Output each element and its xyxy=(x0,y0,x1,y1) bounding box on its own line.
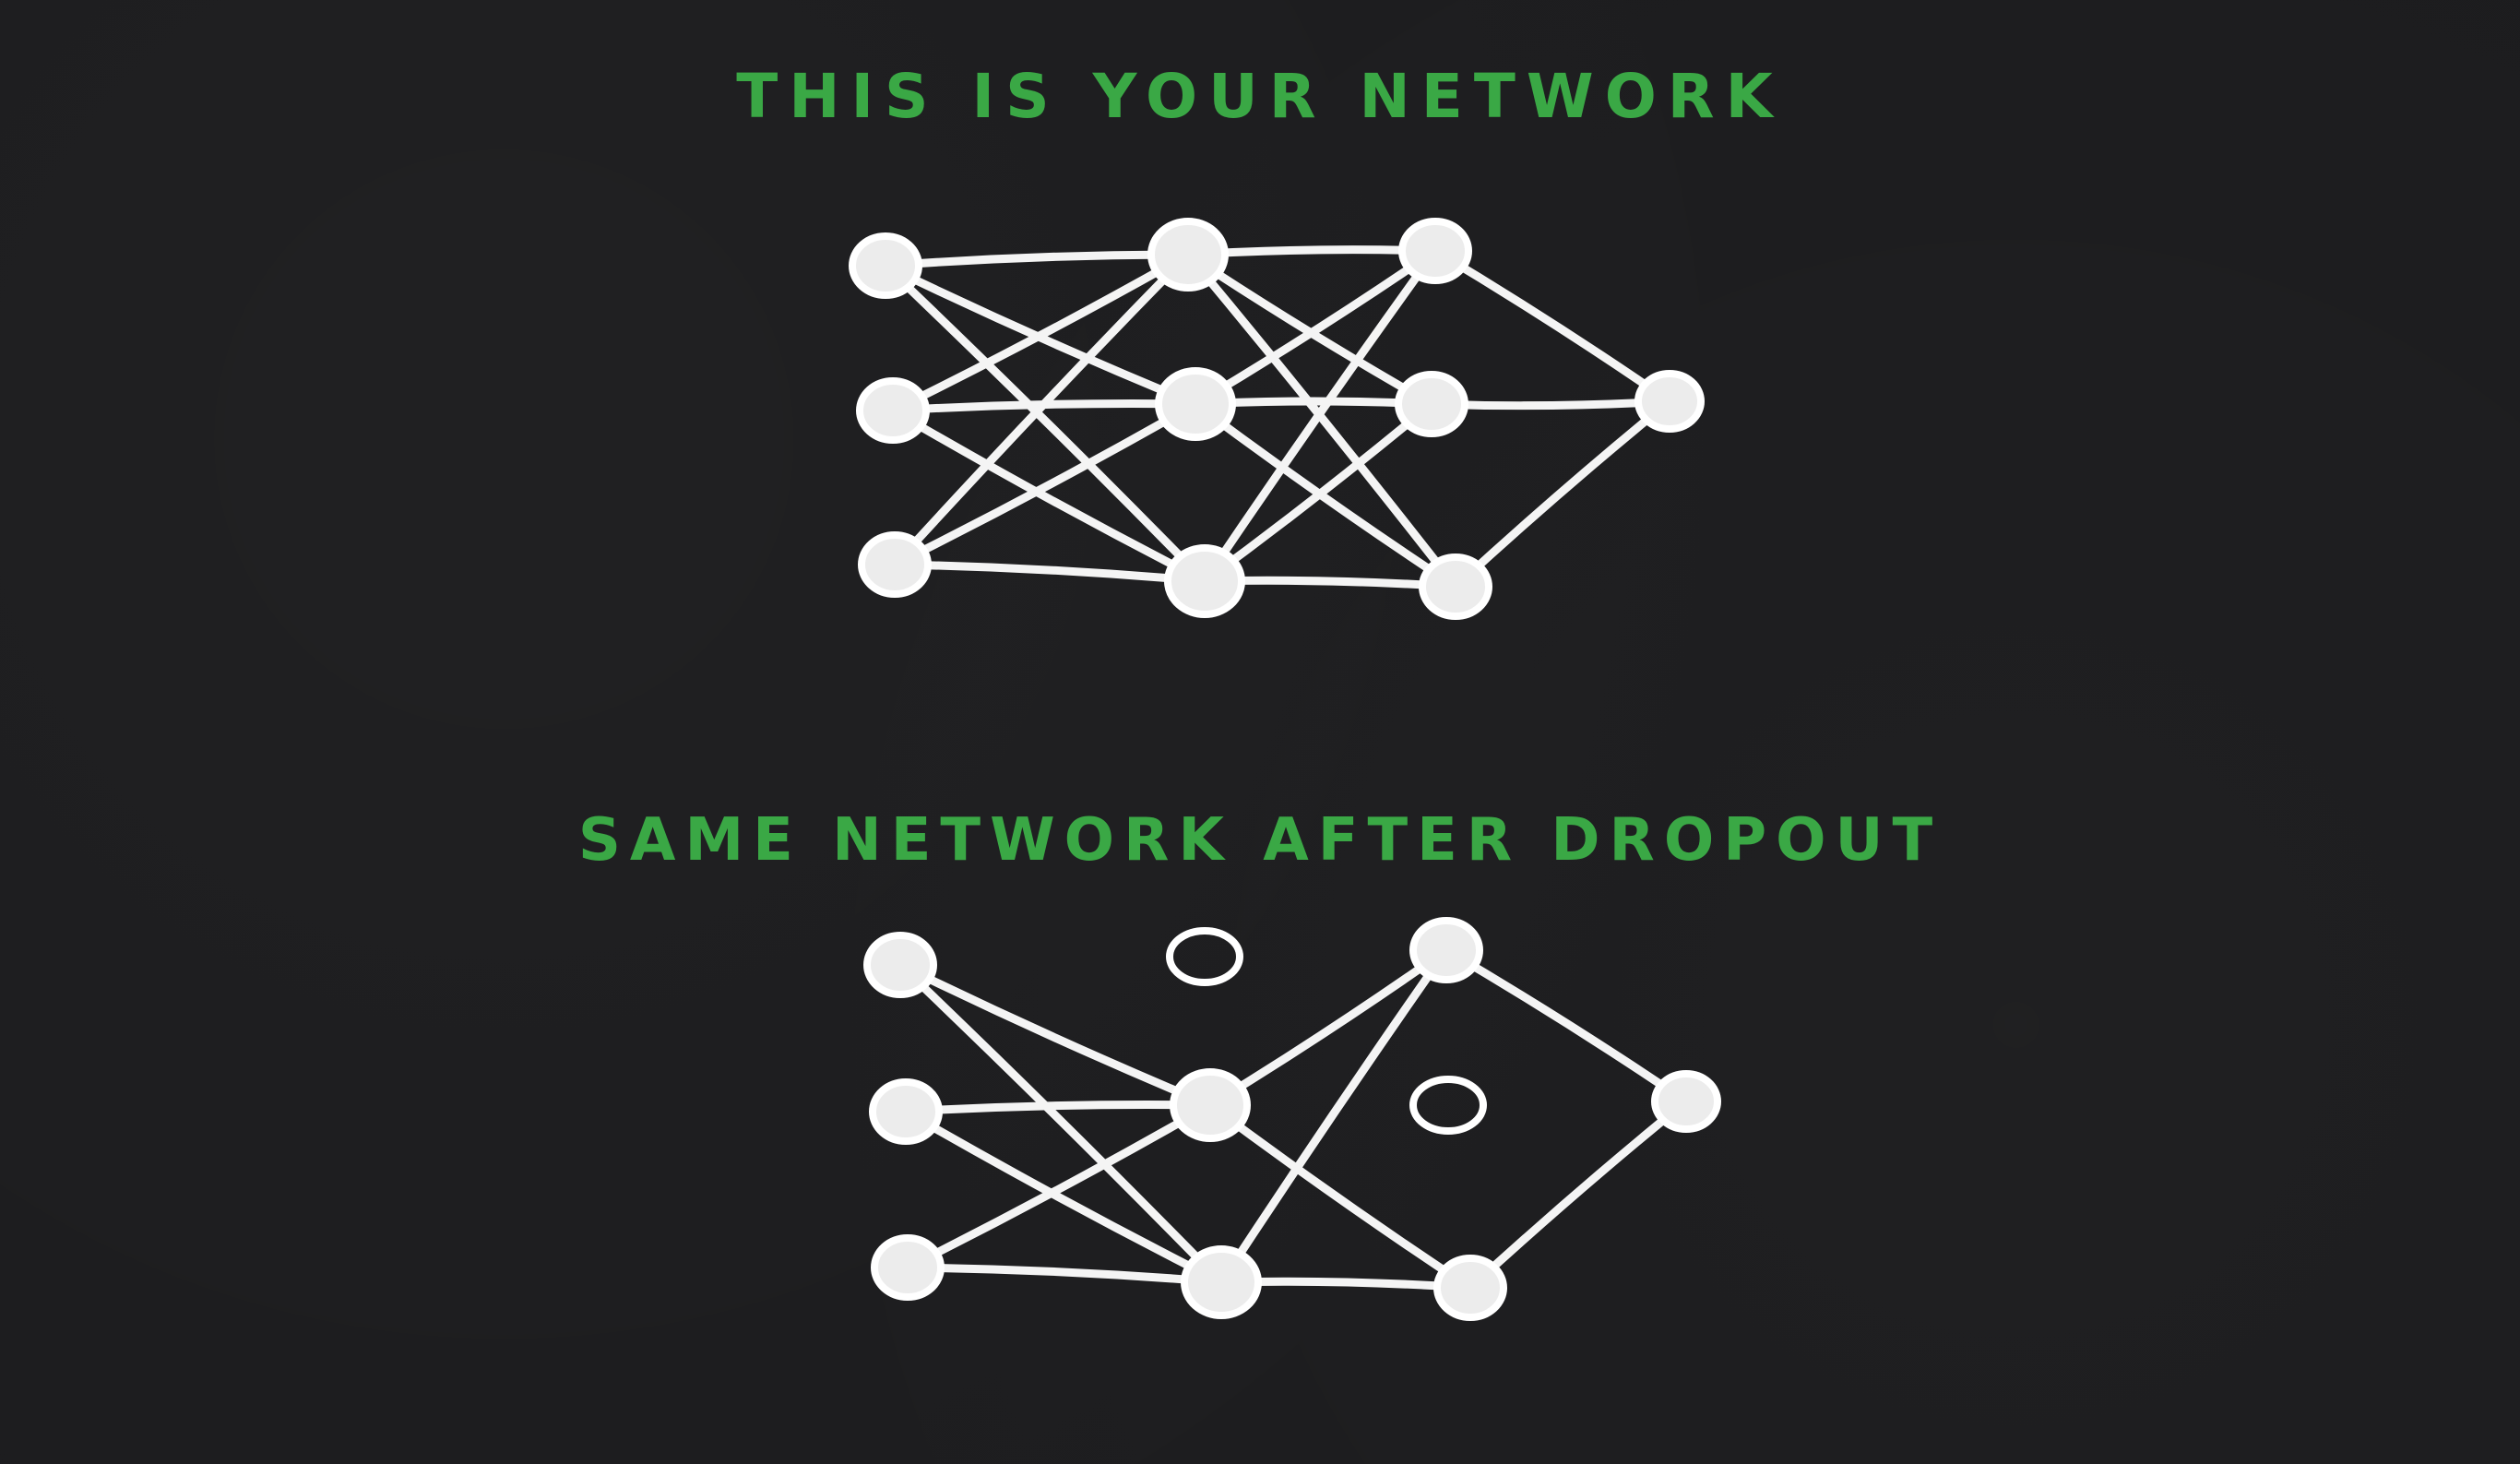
neuron-node xyxy=(1409,917,1483,983)
connection-edge xyxy=(896,960,1226,1287)
dropped-neuron xyxy=(1409,1076,1487,1135)
neuron-node xyxy=(1147,218,1229,292)
connection-edge xyxy=(890,399,1200,569)
connection-edge xyxy=(1451,397,1674,591)
connection-edge xyxy=(890,250,1193,569)
connection-edge xyxy=(903,1101,1215,1272)
neuron-node xyxy=(1634,370,1705,433)
neuron-node xyxy=(869,1078,943,1145)
connection-edge xyxy=(888,250,1193,415)
connection-edge xyxy=(1206,1101,1475,1292)
connection-edge xyxy=(881,250,1193,270)
neuron-node xyxy=(1164,544,1245,618)
connection-edge xyxy=(901,1100,1215,1116)
full-network-diagram xyxy=(849,218,1705,620)
connection-edge xyxy=(896,960,1215,1110)
connection-edge xyxy=(1200,246,1440,586)
neuron-node xyxy=(858,531,932,598)
connection-edge xyxy=(1431,246,1674,406)
dropped-neuron xyxy=(1166,927,1243,986)
neuron-node xyxy=(1181,1245,1262,1319)
connection-edge xyxy=(1217,946,1451,1287)
connection-edge xyxy=(1466,1097,1691,1292)
neuron-node xyxy=(849,232,922,299)
connection-edge xyxy=(1442,946,1691,1106)
neuron-node xyxy=(1155,367,1236,441)
dropout-network-diagram xyxy=(863,917,1721,1321)
neuron-node xyxy=(863,932,937,998)
neuron-node xyxy=(1419,553,1492,620)
connection-edge xyxy=(1191,399,1460,591)
connection-edge xyxy=(890,560,1209,586)
connection-edge xyxy=(901,1107,1226,1287)
neuron-node xyxy=(1651,1070,1721,1133)
connection-edge xyxy=(888,406,1209,586)
neuron-node xyxy=(856,377,930,444)
connection-edge xyxy=(1206,946,1451,1110)
neuron-node xyxy=(1398,218,1472,284)
neuron-node xyxy=(871,1234,945,1301)
neuron-node xyxy=(1395,371,1468,437)
full-network-title: THIS IS YOUR NETWORK xyxy=(736,61,1784,132)
neuron-node xyxy=(1433,1255,1507,1321)
connection-edge xyxy=(903,1263,1226,1287)
connection-edge xyxy=(881,261,1209,586)
connection-edge xyxy=(1183,250,1460,591)
dropout-network-title: SAME NETWORK AFTER DROPOUT xyxy=(577,806,1943,875)
connection-edge xyxy=(1200,399,1436,586)
neuron-node xyxy=(1170,1068,1251,1142)
